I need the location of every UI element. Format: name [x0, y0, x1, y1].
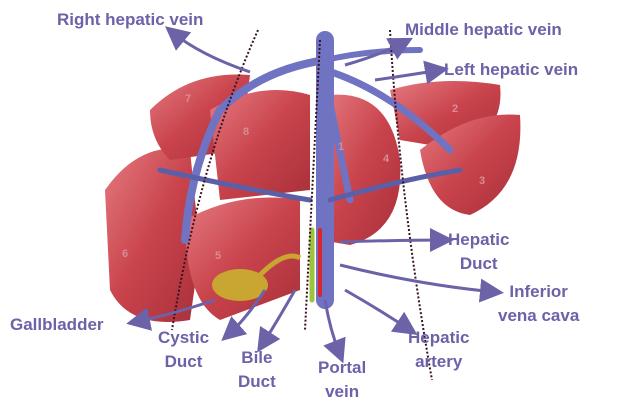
label-right-hepatic-vein: Right hepatic vein	[57, 10, 204, 29]
segment-number: 7	[185, 93, 191, 105]
label-line: Bile	[241, 348, 273, 367]
segment-8-lobe	[210, 90, 310, 200]
label-line: vein	[325, 382, 360, 401]
segment-number: 1	[338, 141, 344, 153]
segment-divider-lines	[171, 29, 433, 381]
segment-number: 5	[215, 250, 221, 262]
segment-number: 2	[452, 103, 458, 115]
label-line: Portal	[318, 358, 367, 377]
segment-number: 8	[243, 126, 249, 138]
label-line: Hepatic	[448, 230, 510, 249]
label-line: Cystic	[158, 328, 210, 347]
label-line: Duct	[459, 254, 498, 273]
label-line: Hepatic	[408, 328, 470, 347]
label-left-hepatic-vein: Left hepatic vein	[444, 60, 579, 79]
label-gallbladder: Gallbladder	[10, 315, 104, 334]
segment-3-lobe	[420, 114, 521, 215]
label-line: Duct	[238, 372, 276, 391]
label-line: Duct	[164, 352, 203, 371]
label-line: artery	[415, 352, 463, 371]
label-line: Inferior	[509, 282, 568, 301]
segment-1-4-lobe	[320, 94, 401, 246]
label-line: vena cava	[498, 306, 580, 325]
label-middle-hepatic-vein: Middle hepatic vein	[405, 20, 562, 39]
gallbladder-shape	[212, 269, 268, 301]
label-inferior-vena-cava: Inferior vena cava	[498, 280, 579, 328]
segment-number: 4	[383, 153, 390, 165]
label-hepatic-artery: Hepatic artery	[408, 326, 469, 374]
segment-number: 6	[122, 248, 128, 260]
segment-6-lobe	[105, 148, 200, 322]
label-portal-vein: Portal vein	[318, 356, 366, 404]
segment-number: 3	[479, 175, 485, 187]
label-arrows	[126, 26, 504, 364]
cystic-duct-line	[258, 253, 302, 277]
